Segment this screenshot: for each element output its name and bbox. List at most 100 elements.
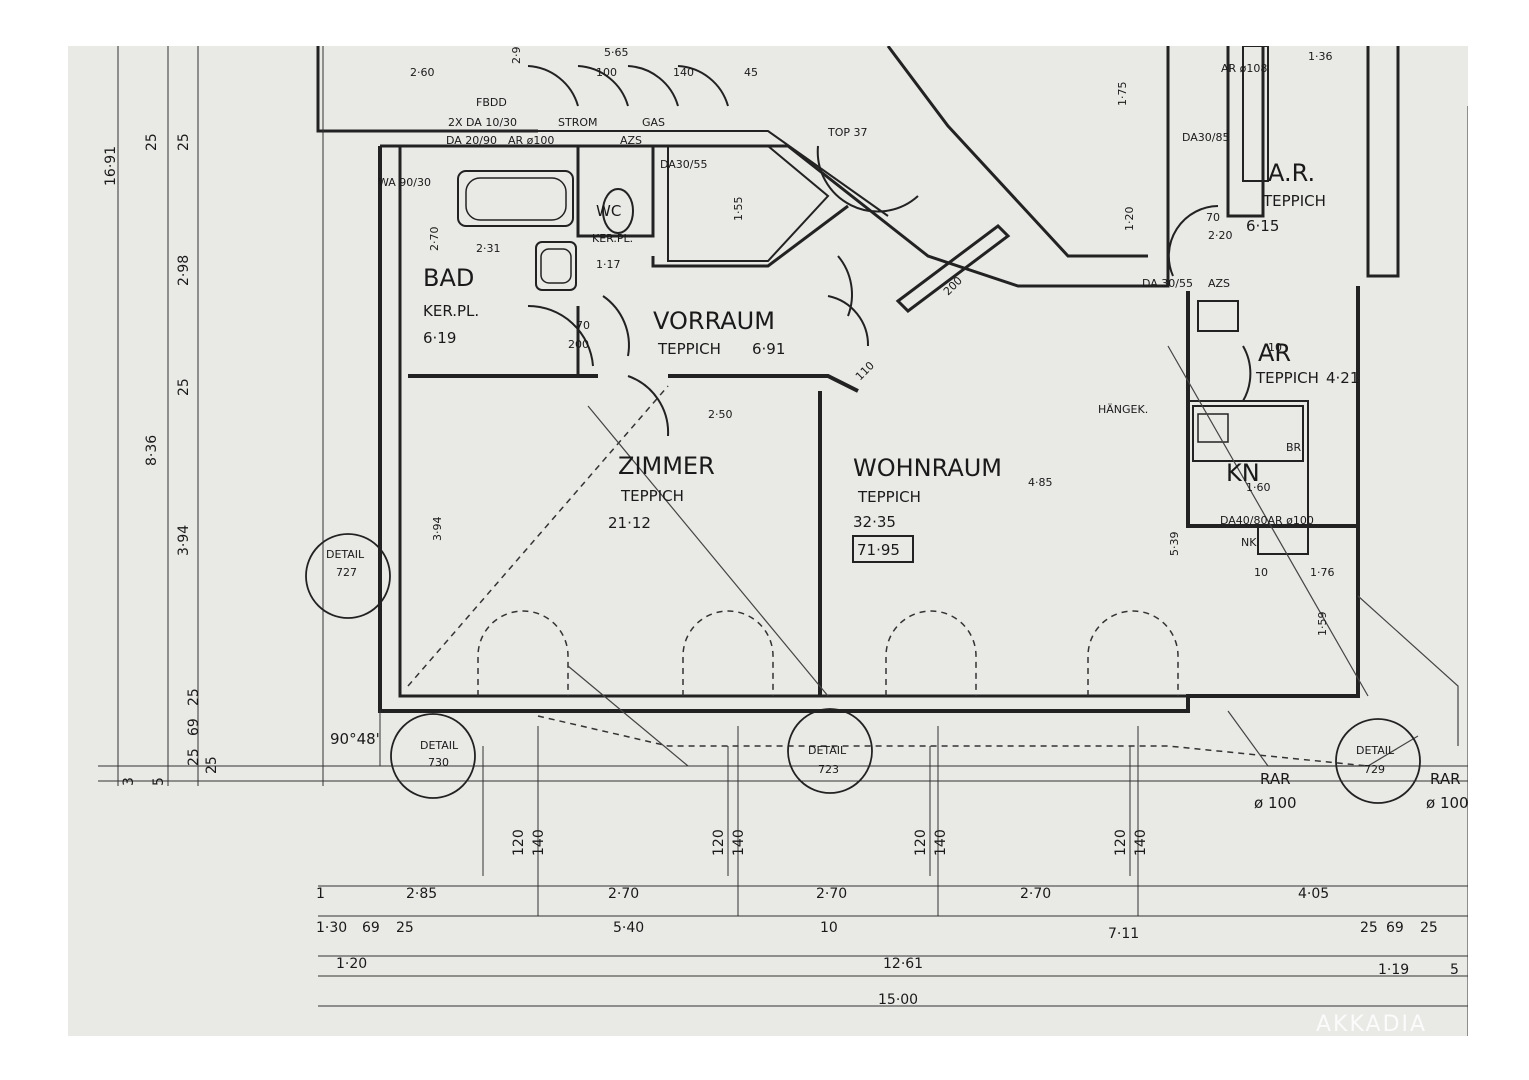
- dim-bottom: 25: [1420, 920, 1438, 936]
- detail-circle-729: [1335, 718, 1421, 804]
- dim-bottom: 69: [362, 920, 380, 936]
- room-bad-area: 6·19: [423, 329, 456, 347]
- room-zimmer-floor: TEPPICH: [620, 487, 684, 505]
- annotation-wa: WA 90/30: [378, 176, 431, 189]
- dim-left: 3·94: [176, 525, 192, 556]
- room-bad-name: BAD: [423, 264, 474, 292]
- dim-top: 2·9: [510, 47, 523, 65]
- dim-window: 120: [711, 829, 727, 856]
- dim-top: 1·36: [1308, 50, 1333, 63]
- dim-bottom: 10: [820, 920, 838, 936]
- room-zimmer-area: 21·12: [608, 514, 651, 532]
- dim-top: 100: [596, 66, 617, 79]
- dim-inner: 200: [941, 274, 965, 298]
- dim-left: 8·36: [144, 435, 160, 466]
- dim-bottom: 4·05: [1298, 886, 1329, 902]
- annotation-br: BR: [1286, 441, 1302, 454]
- dim-inner: 110: [853, 359, 877, 383]
- dim-bottom: 25: [396, 920, 414, 936]
- room-ar-top-area: 6·15: [1246, 217, 1279, 235]
- dim-inner: 4·85: [1028, 476, 1053, 489]
- annotation-ar100: AR ø100: [508, 134, 554, 147]
- annotation-angle: 90°48': [330, 730, 380, 748]
- dim-bottom: 1·19: [1378, 962, 1409, 978]
- room-bad-floor: KER.PL.: [423, 302, 479, 320]
- annotation-top: TOP 37: [827, 126, 868, 139]
- dim-bottom: 69: [1386, 920, 1404, 936]
- dim-inner: 2·50: [708, 408, 733, 421]
- dim-left: 25: [144, 133, 160, 151]
- dim-window: 120: [1113, 829, 1129, 856]
- dim-inner: 1·59: [1316, 612, 1329, 637]
- detail-label: DETAIL: [808, 744, 847, 757]
- dim-top: 5·65: [604, 46, 629, 59]
- rar-diameter: ø 100: [1254, 794, 1297, 812]
- rar-label: RAR: [1260, 770, 1291, 788]
- annotation-azs: AZS: [620, 134, 642, 147]
- dim-bottom: 2·70: [816, 886, 847, 902]
- room-ar-top-floor: TEPPICH: [1262, 192, 1326, 210]
- room-wohnraum-name: WOHNRAUM: [853, 454, 1002, 482]
- dim-bottom-total: 15·00: [878, 992, 918, 1008]
- dim-inner: 10: [1268, 341, 1282, 354]
- dim-window: 140: [731, 829, 747, 856]
- dim-inner: 10: [1254, 566, 1268, 579]
- room-wohnraum-total: 71·95: [857, 541, 900, 559]
- detail-label: DETAIL: [420, 739, 459, 752]
- dim-left: 3: [121, 777, 137, 786]
- dim-bottom: 12·61: [883, 956, 923, 972]
- dim-inner: 70: [576, 319, 590, 332]
- dim-left: 2·98: [176, 255, 192, 286]
- dim-bottom: 1·20: [336, 956, 367, 972]
- partition-zimmer: [408, 374, 859, 393]
- dim-inner: 1·60: [1246, 481, 1271, 494]
- detail-circle-727: [305, 533, 391, 619]
- rar-diameter: ø 100: [1426, 794, 1468, 812]
- detail-circle-723: [787, 708, 873, 794]
- rar-label: RAR: [1430, 770, 1461, 788]
- dim-left: 16·91: [103, 146, 119, 186]
- room-wohnraum-area: 32·35: [853, 513, 896, 531]
- annotation-da3085: DA30/85: [1182, 131, 1230, 144]
- dim-window: 120: [511, 829, 527, 856]
- annotation-azs2: AZS: [1208, 277, 1230, 290]
- dim-top: 45: [744, 66, 758, 79]
- dim-inner: 5·39: [1168, 532, 1181, 557]
- room-wc-floor: KER.PL.: [592, 232, 633, 245]
- dim-bottom: 2·85: [406, 886, 437, 902]
- room-vorraum-floor: TEPPICH: [657, 340, 721, 358]
- floor-plan-drawing: BAD KER.PL. 6·19 WC KER.PL. 1·17 VORRAUM…: [98, 46, 1468, 1036]
- dim-bottom: 2·70: [608, 886, 639, 902]
- dim-bottom: 25: [1360, 920, 1378, 936]
- dim-top: 1·75: [1116, 82, 1129, 107]
- room-vorraum-area: 6·91: [752, 340, 785, 358]
- annotation-gas: GAS: [642, 116, 665, 129]
- annotation-da4080: DA40/80AR ø100: [1220, 514, 1314, 527]
- detail-number: 729: [1364, 763, 1385, 776]
- dim-inner: 2·70: [428, 227, 441, 252]
- annotation-haengek: HÄNGEK.: [1098, 403, 1148, 416]
- dim-left: 25: [186, 748, 202, 766]
- dim-inner: 1·20: [1123, 207, 1136, 232]
- dim-left: 5: [151, 777, 167, 786]
- detail-number: 730: [428, 756, 449, 769]
- room-zimmer-name: ZIMMER: [618, 452, 715, 480]
- room-wc-name: WC: [596, 202, 621, 220]
- inner-wall-line: [398, 146, 1343, 698]
- dim-inner: 1·76: [1310, 566, 1335, 579]
- annotation-da3055b: DA 30/55: [1142, 277, 1193, 290]
- room-ar-area: 4·21: [1326, 369, 1359, 387]
- dim-inner: 200: [568, 338, 589, 351]
- detail-number: 723: [818, 763, 839, 776]
- dim-inner: 2·31: [476, 242, 501, 255]
- dim-left: 25: [186, 688, 202, 706]
- dim-left: 25: [176, 133, 192, 151]
- detail-label: DETAIL: [326, 548, 365, 561]
- dim-left: 25: [204, 756, 220, 774]
- total-area-box: [852, 535, 914, 563]
- dim-left: 69: [186, 718, 202, 736]
- dim-bottom: 5: [1450, 962, 1459, 978]
- annotation-strom: STROM: [558, 116, 598, 129]
- room-kn-name: KN: [1226, 459, 1260, 487]
- dim-bottom: 5·40: [613, 920, 644, 936]
